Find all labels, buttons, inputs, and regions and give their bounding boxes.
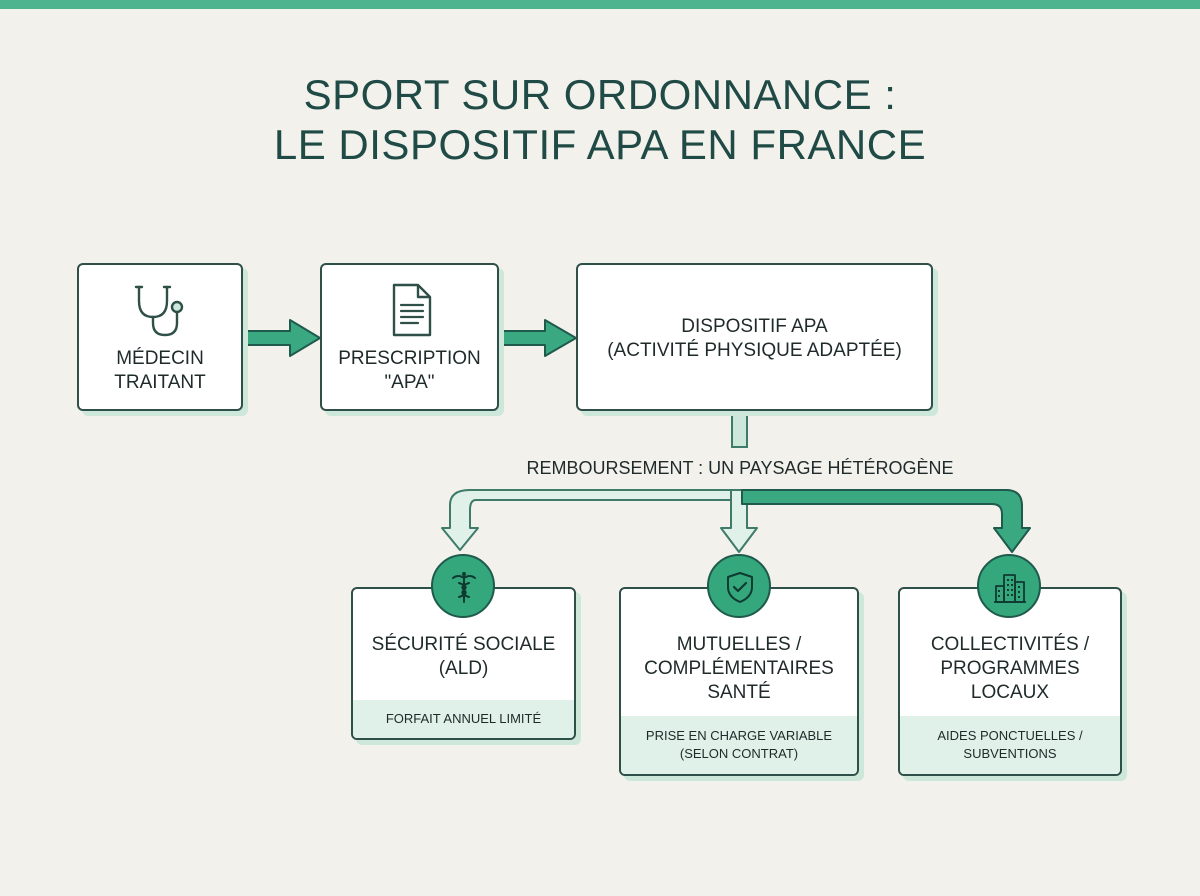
card-collectivites-title-3: LOCAUX bbox=[970, 682, 1050, 703]
step-prescription-line-2: "APA" bbox=[384, 372, 435, 393]
step-prescription-box: PRESCRIPTION "APA" bbox=[320, 263, 499, 411]
card-collectivites-title-1: COLLECTIVITÉS / bbox=[930, 634, 1090, 655]
page-title: SPORT SUR ORDONNANCE : LE DISPOSITIF APA… bbox=[0, 70, 1200, 170]
card-social-security-detail: FORFAIT ANNUEL LIMITÉ bbox=[353, 700, 574, 738]
title-line-1: SPORT SUR ORDONNANCE : bbox=[303, 71, 897, 118]
top-accent-bar bbox=[0, 0, 1200, 9]
card-collectivites: COLLECTIVITÉS / PROGRAMMES LOCAUX AIDES … bbox=[898, 587, 1122, 776]
reimbursement-label: REMBOURSEMENT : UN PAYSAGE HÉTÉROGÈNE bbox=[420, 456, 1060, 480]
card-social-security-title-1: SÉCURITÉ SOCIALE bbox=[371, 634, 556, 655]
step-prescription-line-1: PRESCRIPTION bbox=[338, 348, 481, 369]
card-collectivites-detail-2: SUBVENTIONS bbox=[963, 746, 1057, 761]
caduceus-badge bbox=[431, 554, 495, 618]
city-buildings-icon bbox=[994, 574, 1026, 603]
shield-check-icon bbox=[727, 572, 753, 603]
stem-connector bbox=[731, 410, 748, 448]
card-collectivites-detail: AIDES PONCTUELLES / SUBVENTIONS bbox=[900, 716, 1120, 774]
card-mutuelles-detail-1: PRISE EN CHARGE VARIABLE bbox=[645, 728, 833, 743]
caduceus-icon bbox=[452, 572, 476, 603]
branch-right bbox=[741, 489, 1031, 553]
card-mutuelles-title-2: COMPLÉMENTAIRES bbox=[644, 658, 834, 679]
card-collectivites-title-2: PROGRAMMES bbox=[940, 658, 1080, 679]
card-mutuelles-detail: PRISE EN CHARGE VARIABLE (SELON CONTRAT) bbox=[621, 716, 857, 774]
shield-badge bbox=[707, 554, 771, 618]
step-apa-box: DISPOSITIF APA (ACTIVITÉ PHYSIQUE ADAPTÉ… bbox=[576, 263, 933, 411]
card-mutuelles: MUTUELLES / COMPLÉMENTAIRES SANTÉ PRISE … bbox=[619, 587, 859, 776]
card-social-security-detail-1: FORFAIT ANNUEL LIMITÉ bbox=[385, 711, 542, 726]
branch-left bbox=[441, 489, 739, 551]
card-mutuelles-detail-2: (SELON CONTRAT) bbox=[679, 746, 799, 761]
title-line-2: LE DISPOSITIF APA EN FRANCE bbox=[273, 121, 927, 168]
arrow-prescription-to-apa bbox=[498, 319, 577, 357]
card-mutuelles-title-1: MUTUELLES / bbox=[676, 634, 802, 655]
card-mutuelles-title-3: SANTÉ bbox=[707, 682, 771, 703]
city-badge bbox=[977, 554, 1041, 618]
document-icon bbox=[392, 283, 432, 337]
card-social-security-title-2: (ALD) bbox=[438, 658, 489, 679]
arrow-doctor-to-prescription bbox=[242, 319, 321, 357]
step-doctor-line-1: MÉDECIN bbox=[116, 348, 204, 369]
stethoscope-icon bbox=[134, 285, 184, 337]
step-apa-line-2: (ACTIVITÉ PHYSIQUE ADAPTÉE) bbox=[607, 340, 902, 361]
step-doctor-box: MÉDECIN TRAITANT bbox=[77, 263, 243, 411]
card-collectivites-detail-1: AIDES PONCTUELLES / bbox=[937, 728, 1083, 743]
step-apa-line-1: DISPOSITIF APA bbox=[681, 316, 828, 337]
step-doctor-line-2: TRAITANT bbox=[114, 372, 206, 393]
